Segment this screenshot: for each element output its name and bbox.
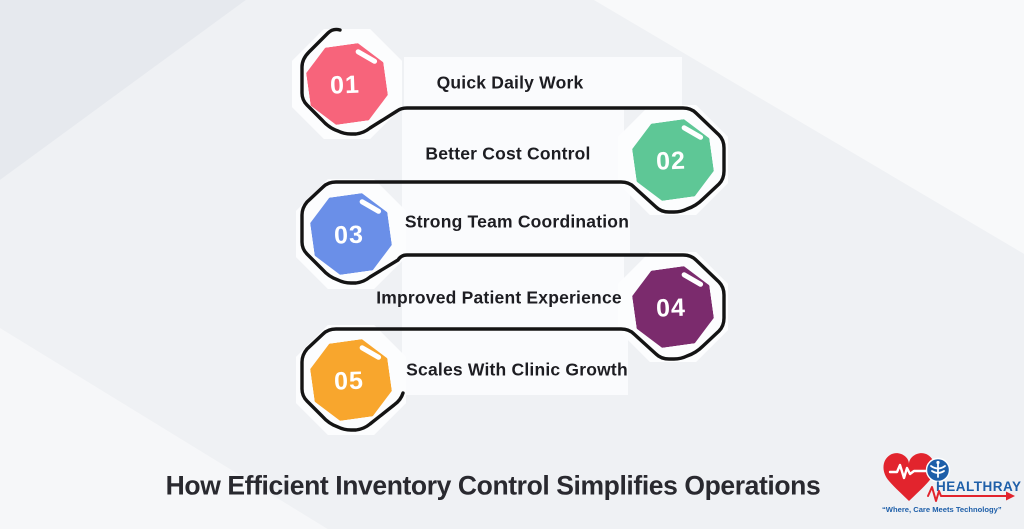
caduceus-icon	[930, 460, 946, 478]
step-number: 01	[329, 70, 361, 100]
arrow-ecg-icon	[927, 486, 1007, 502]
page-title: How Efficient Inventory Control Simplifi…	[165, 470, 821, 501]
step-number: 02	[655, 146, 687, 176]
healthray-logo: HEALTHRAY “Where, Care Meets Technology”	[882, 453, 1022, 514]
heart-icon	[883, 453, 935, 501]
arrow-head-icon	[1006, 491, 1015, 501]
step-number: 03	[333, 220, 365, 250]
step-label-3: Strong Team Coordination	[404, 211, 630, 232]
logo-tagline: “Where, Care Meets Technology”	[882, 505, 1002, 514]
brand-name: HEALTHRAY	[936, 479, 1022, 494]
step-number: 05	[333, 366, 365, 396]
step-label-2: Better Cost Control	[425, 143, 591, 164]
step-label-5: Scales With Clinic Growth	[406, 359, 628, 380]
step-label-1: Quick Daily Work	[436, 72, 584, 93]
ecg-line-icon	[888, 463, 929, 480]
step-label-4: Improved Patient Experience	[376, 287, 622, 308]
step-number: 04	[655, 293, 687, 323]
